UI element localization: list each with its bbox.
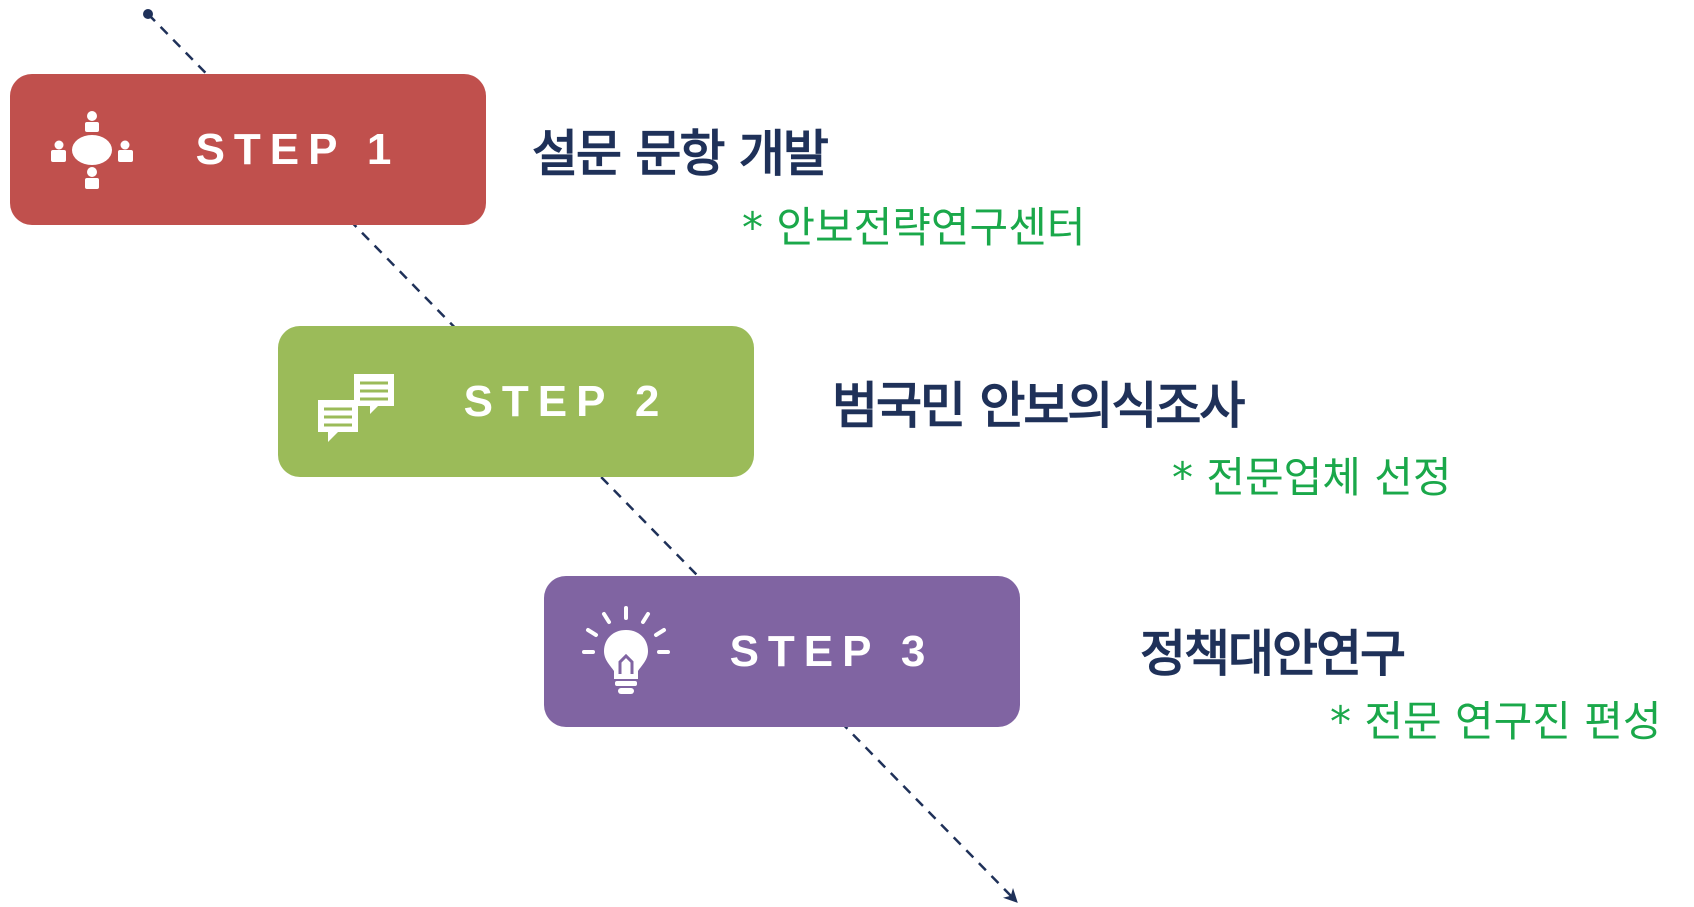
meeting-table-icon	[51, 111, 133, 189]
lightbulb-icon	[582, 606, 670, 694]
step-1-box: STEP 1	[10, 74, 486, 225]
step-2-title: 범국민 안보의식조사	[832, 377, 1245, 435]
step-2-note: * 전문업체 선정	[1172, 453, 1452, 502]
step-2-box: STEP 2	[278, 326, 754, 477]
step-3-label: STEP 3	[729, 626, 935, 676]
step-3-note: * 전문 연구진 편성	[1330, 697, 1662, 746]
step-1-note: * 안보전략연구센터	[742, 203, 1086, 252]
step-1-title: 설문 문항 개발	[532, 125, 829, 183]
step-3-title: 정책대안연구	[1140, 625, 1406, 683]
speech-bubbles-icon	[318, 374, 394, 442]
step-3-box: STEP 3	[544, 576, 1020, 727]
step-2-label: STEP 2	[463, 376, 669, 426]
step-1-label: STEP 1	[195, 124, 401, 174]
